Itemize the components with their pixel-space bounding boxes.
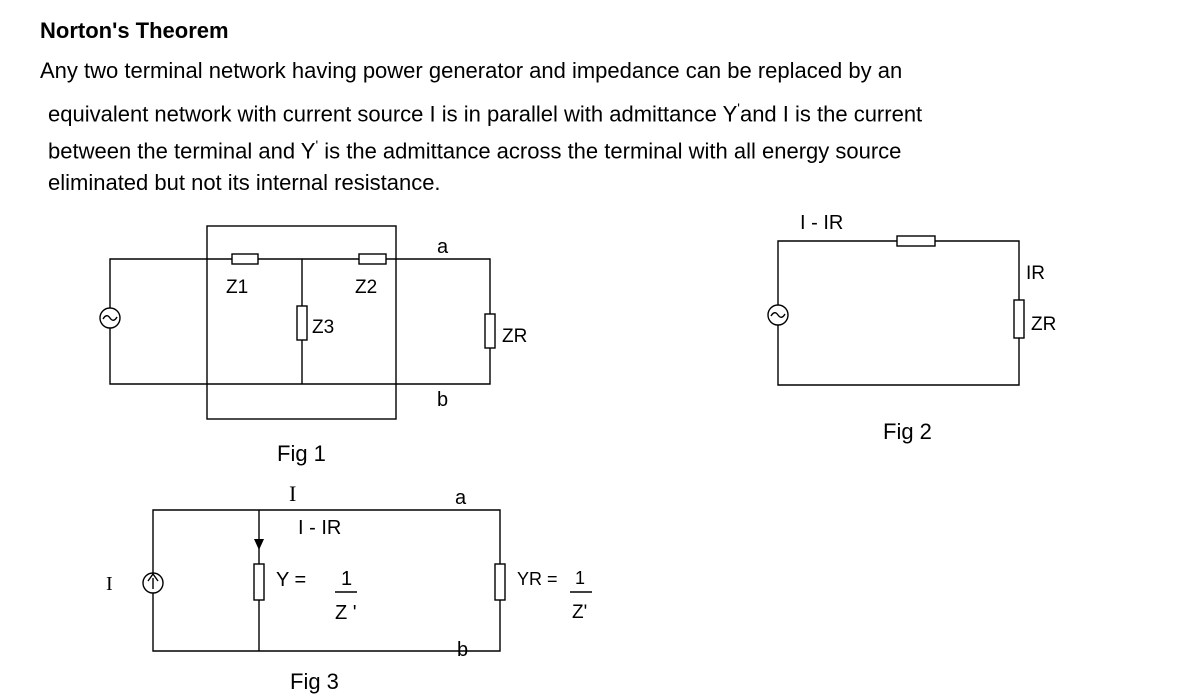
fig2-top-current-label: I - IR (800, 212, 843, 234)
fig3-terminal-b: b (457, 639, 468, 661)
fig3-yr-equation: YR = (517, 569, 558, 589)
fig3-yr-admittance (494, 563, 506, 601)
fig3-source-arrow-head-icon (147, 572, 159, 582)
paragraph-line-1: Any two terminal network having power ge… (40, 58, 903, 83)
fig3-yr-denominator: Z' (572, 602, 587, 623)
paragraph-line-2-prime: ' (737, 100, 740, 116)
fig1-z3-resistor (296, 305, 308, 341)
fig1-zr-resistor (484, 313, 496, 349)
fig3-caption: Fig 3 (290, 669, 339, 694)
paragraph-line-2-a: equivalent network with current source I… (48, 101, 738, 127)
fig1-z1-label: Z1 (226, 277, 248, 298)
fig2-wire-left-top (777, 240, 897, 306)
fig2-caption: Fig 2 (883, 419, 932, 444)
fig1-terminal-a: a (437, 236, 449, 258)
page-title: Norton's Theorem (40, 18, 229, 43)
fig3-current-arrow-icon (254, 539, 264, 550)
paragraph-line-3: between the terminal and Y' is the admit… (48, 131, 901, 165)
paragraph-line-4: eliminated but not its internal resistan… (48, 170, 441, 195)
fig3-y-equation: Y = (276, 569, 306, 591)
fig3-circuit: I I I - IR Y = 1 Z ' a b YR = 1 Z' Fig 3 (106, 481, 592, 694)
fig1-network-box (206, 225, 397, 420)
fig1-circuit: Z1 Z2 Z3 ZR a b Fig 1 (99, 225, 527, 466)
paragraph-line-3-prime: ' (315, 137, 319, 153)
fig3-wire-bottom (152, 593, 501, 652)
fig3-yr-numerator: 1 (575, 568, 585, 588)
fig3-y-denominator: Z ' (335, 602, 357, 624)
fig3-terminal-a: a (455, 487, 467, 509)
fig1-caption: Fig 1 (277, 441, 326, 466)
fig2-wire-bottom (777, 324, 1020, 386)
fig3-branch-current-label: I - IR (298, 517, 341, 539)
fig1-z3-label: Z3 (312, 317, 334, 338)
fig2-wire-right-top (935, 240, 1020, 300)
fig2-circuit: I - IR IR ZR Fig 2 (767, 212, 1056, 444)
fig1-wire-left-top (109, 258, 232, 310)
fig1-wire-right-top (386, 258, 491, 314)
fig2-zr-label: ZR (1031, 314, 1056, 335)
fig3-wire-top (152, 509, 501, 573)
fig2-sine-icon (770, 312, 786, 318)
fig1-terminal-b: b (437, 389, 448, 411)
fig3-y-numerator: 1 (341, 568, 352, 590)
paragraph-line-3-b: is the admittance across the terminal wi… (318, 138, 902, 164)
paragraph-line-2: equivalent network with current source I… (48, 94, 922, 128)
fig2-load-current-label: IR (1026, 263, 1045, 284)
fig1-z1-resistor (231, 253, 259, 265)
fig2-series-resistor (896, 235, 936, 247)
fig3-top-current-label: I (289, 481, 296, 506)
fig1-z2-resistor (358, 253, 387, 265)
fig1-wire-bottom (109, 326, 491, 385)
fig1-z2-label: Z2 (355, 277, 377, 298)
fig2-zr-resistor (1013, 299, 1025, 339)
fig3-y-admittance (253, 563, 265, 601)
fig3-source-label: I (106, 573, 113, 595)
fig1-sine-icon (102, 315, 118, 321)
paragraph-line-3-a: between the terminal and Y (48, 138, 316, 164)
fig1-zr-label: ZR (502, 326, 527, 347)
paragraph-line-2-b: and I is the current (739, 101, 923, 127)
